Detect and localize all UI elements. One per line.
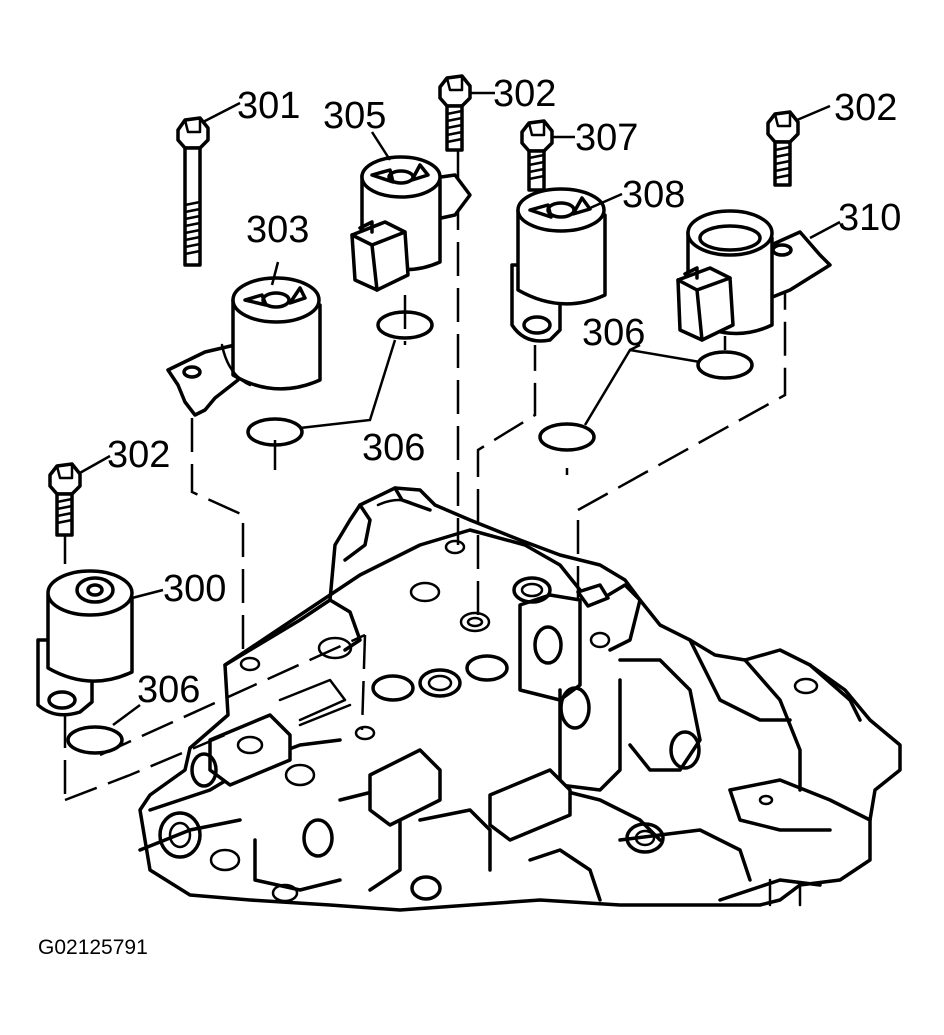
bolt-302-left (48, 462, 82, 537)
callout-302-left: 302 (107, 434, 170, 476)
bolt-307 (520, 119, 554, 192)
callout-310: 310 (838, 197, 901, 239)
callout-305: 305 (323, 95, 386, 137)
leader-lines (77, 91, 841, 727)
o-ring-300 (66, 725, 124, 755)
solenoid-308 (510, 187, 607, 343)
callout-307: 307 (575, 117, 638, 159)
bolt-301 (176, 116, 210, 267)
callout-300: 300 (163, 568, 226, 610)
callout-302-center: 302 (493, 73, 556, 115)
callout-303: 303 (246, 209, 309, 251)
solenoid-305 (350, 155, 472, 292)
callout-308: 308 (622, 174, 685, 216)
o-ring-303 (246, 417, 304, 447)
valve-body (138, 486, 902, 912)
solenoid-310 (676, 209, 832, 342)
o-ring-310 (696, 350, 754, 380)
callout-306-left: 306 (137, 669, 200, 711)
o-rings (66, 310, 754, 755)
callout-306-center: 306 (362, 427, 425, 469)
figure-id: G02125791 (38, 936, 148, 959)
callout-306-right: 306 (582, 312, 645, 354)
solenoid-300 (36, 569, 134, 717)
o-ring-305 (376, 310, 434, 340)
callout-302-right: 302 (834, 87, 897, 129)
solenoid-303 (166, 276, 322, 417)
callouts: 301 305 302 307 302 303 308 310 306 306 … (107, 73, 901, 711)
assembly-lines (63, 150, 787, 802)
o-ring-308 (538, 422, 596, 452)
callout-301: 301 (237, 85, 300, 127)
bolt-302-center (438, 74, 472, 152)
bolt-302-right (766, 110, 800, 187)
